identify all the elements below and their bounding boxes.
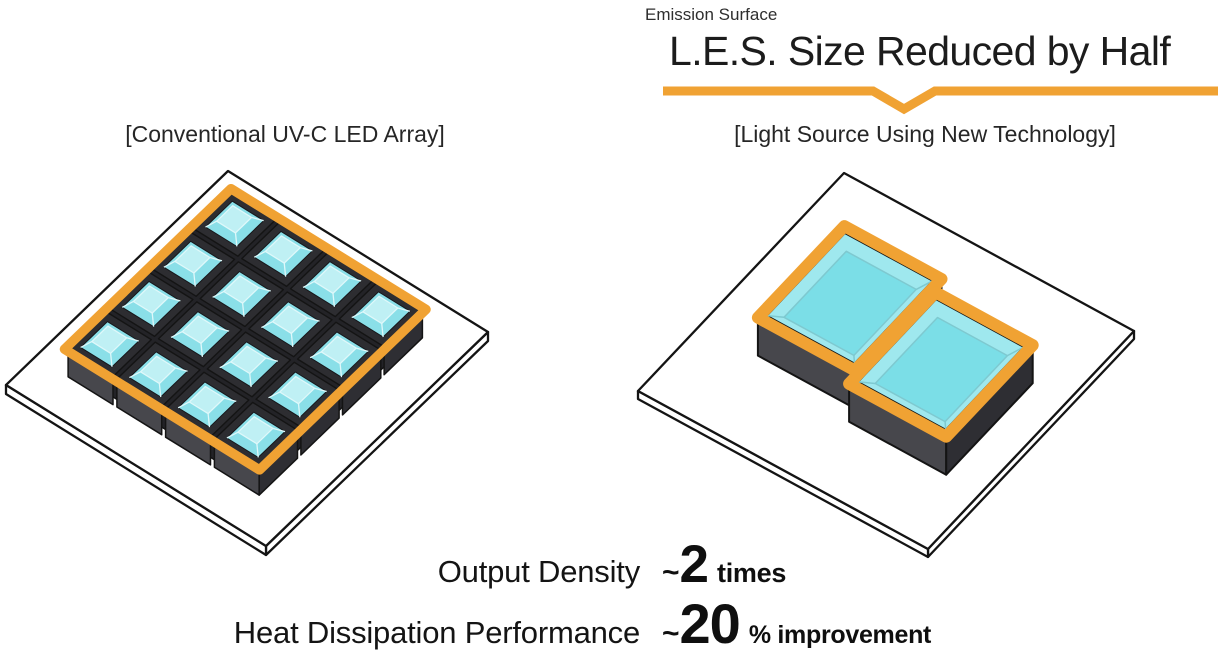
stat-label: Heat Dissipation Performance	[233, 615, 640, 650]
stat-value: ~ 2 times	[662, 538, 786, 591]
title-underline-brace	[663, 86, 1218, 115]
stat-value: ~ 20 % improvement	[662, 596, 931, 652]
stat-row-output-density: Output Density ~ 2 times	[0, 538, 1220, 591]
stat-unit: % improvement	[748, 621, 932, 649]
conventional-array-illustration	[4, 169, 490, 557]
stat-label: Output Density	[437, 554, 640, 589]
stat-row-heat-dissipation: Heat Dissipation Performance ~ 20 % impr…	[0, 596, 1220, 652]
new-technology-illustration	[636, 171, 1136, 559]
caption-conventional-array: [Conventional UV-C LED Array]	[125, 121, 445, 147]
page-title: L.E.S. Size Reduced by Half	[669, 28, 1171, 74]
caption-new-technology: [Light Source Using New Technology]	[734, 121, 1116, 147]
approx-tilde: ~	[662, 556, 680, 589]
emission-surface-label: Emission Surface	[645, 5, 778, 24]
stat-unit: times	[717, 558, 787, 588]
stat-number: 2	[679, 535, 710, 594]
approx-tilde: ~	[662, 617, 680, 650]
stat-number: 20	[679, 592, 741, 655]
